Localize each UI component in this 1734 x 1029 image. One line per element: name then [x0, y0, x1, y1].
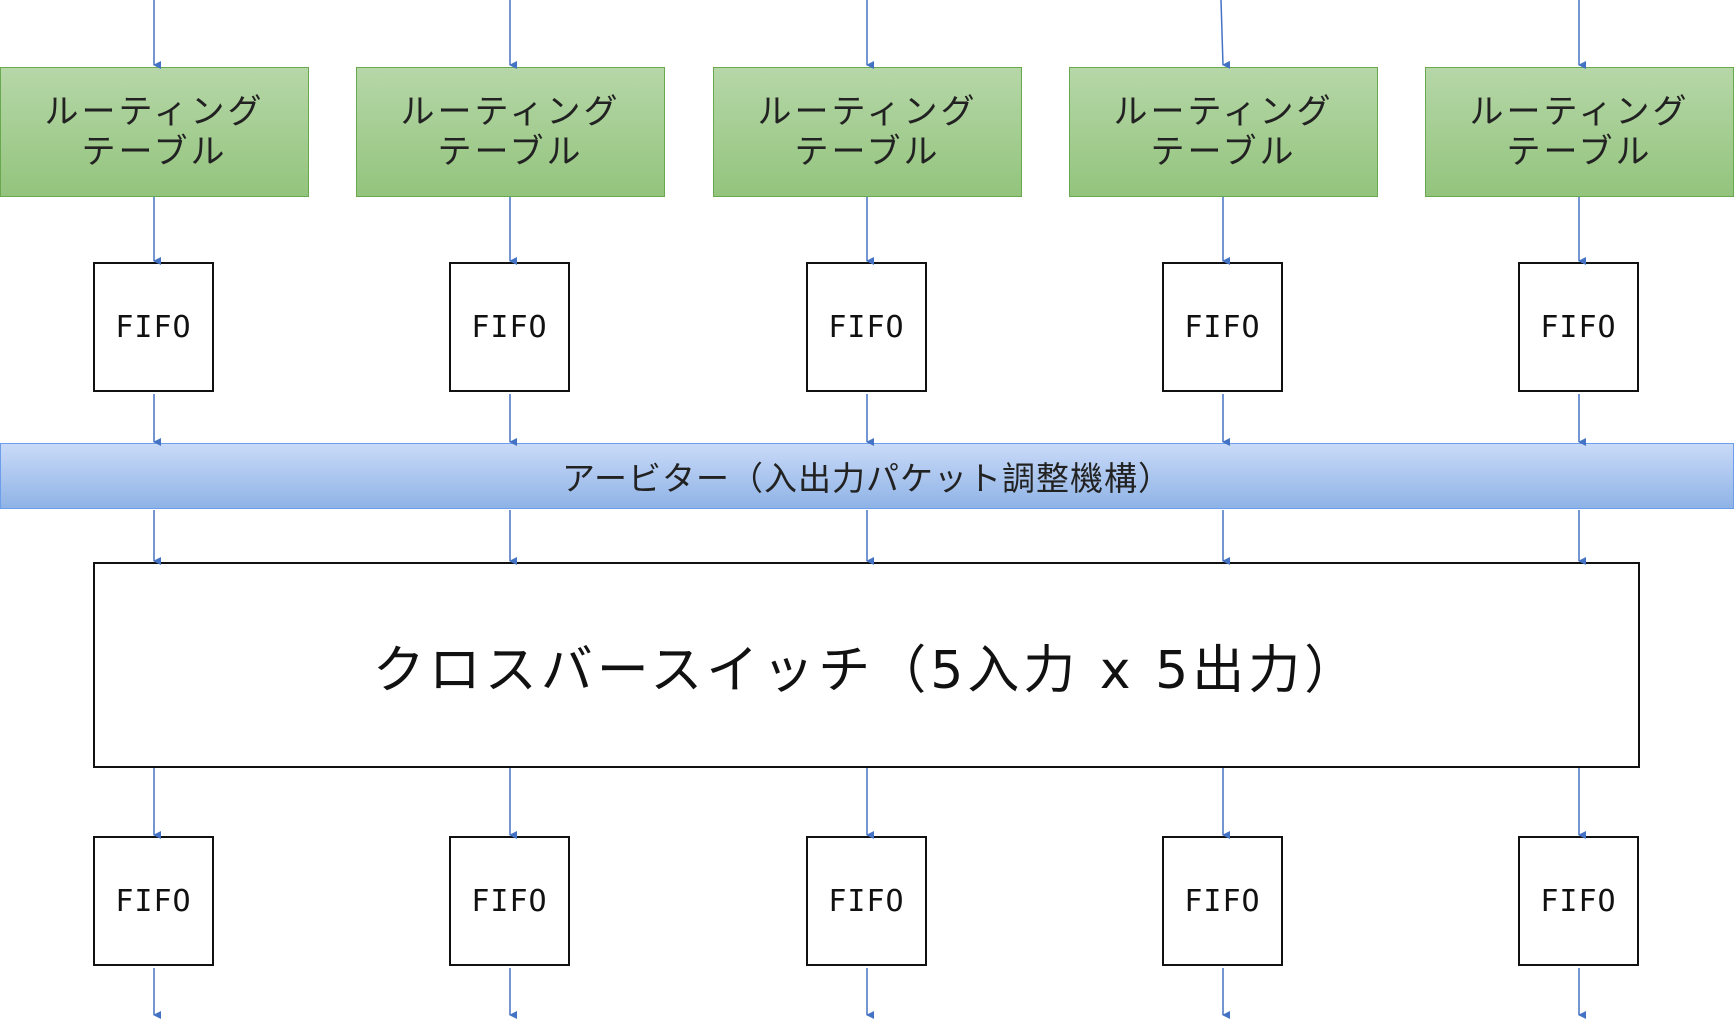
routing-table-2-line2: テーブル — [437, 132, 584, 172]
output-fifo-1: FIFO — [93, 836, 214, 966]
arbiter-bar: アービター（入出力パケット調整機構） — [0, 443, 1734, 509]
output-fifo-3: FIFO — [806, 836, 927, 966]
output-fifo-4: FIFO — [1162, 836, 1283, 966]
routing-table-5-line1: ルーティング — [1469, 92, 1690, 132]
routing-table-1: ルーティング テーブル — [0, 67, 309, 197]
routing-table-5-line2: テーブル — [1506, 132, 1653, 172]
input-fifo-2: FIFO — [449, 262, 570, 392]
input-fifo-3: FIFO — [806, 262, 927, 392]
routing-table-2-line1: ルーティング — [400, 92, 621, 132]
output-fifo-2: FIFO — [449, 836, 570, 966]
arrow-input-4 — [1220, 0, 1231, 69]
routing-table-4-line2: テーブル — [1150, 132, 1297, 172]
routing-table-4: ルーティング テーブル — [1069, 67, 1378, 197]
routing-table-3: ルーティング テーブル — [713, 67, 1022, 197]
routing-table-4-line1: ルーティング — [1113, 92, 1334, 132]
routing-table-3-line2: テーブル — [794, 132, 941, 172]
output-fifo-5: FIFO — [1518, 836, 1639, 966]
routing-table-3-line1: ルーティング — [757, 92, 978, 132]
crossbar-switch: クロスバースイッチ（5入力 x 5出力） — [93, 562, 1640, 768]
routing-table-1-line1: ルーティング — [44, 92, 265, 132]
routing-table-5: ルーティング テーブル — [1425, 67, 1734, 197]
routing-table-1-line2: テーブル — [81, 132, 228, 172]
input-fifo-1: FIFO — [93, 262, 214, 392]
